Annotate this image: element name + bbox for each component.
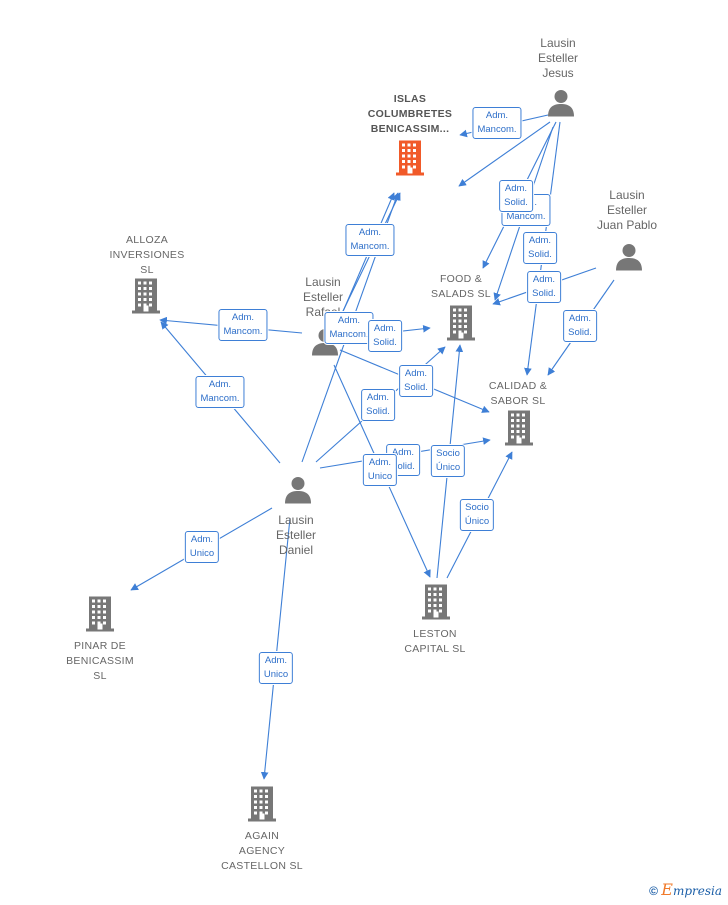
- node-label-alloza[interactable]: ALLOZA INVERSIONES SL: [109, 234, 185, 276]
- building-icon-calidad[interactable]: [505, 410, 535, 451]
- edge-label-e4[interactable]: Adm. Solid.: [523, 232, 557, 264]
- building-icon-pinar[interactable]: [86, 596, 116, 637]
- edge-label-e16[interactable]: Adm. Unico: [362, 454, 398, 486]
- edge-label-e5[interactable]: Adm. Solid.: [527, 271, 561, 303]
- edge-label-e1[interactable]: Adm. Mancom.: [472, 107, 522, 139]
- edge-label-e15[interactable]: Adm. Solid.: [361, 389, 395, 421]
- brand-logo: Empresia: [661, 880, 722, 899]
- edge-label-e12[interactable]: Adm. Solid.: [399, 365, 433, 397]
- node-label-again[interactable]: AGAIN AGENCY CASTELLON SL: [221, 830, 303, 872]
- edge-label-e8[interactable]: Adm. Mancom.: [218, 309, 268, 341]
- node-label-pinar[interactable]: PINAR DE BENICASSIM SL: [66, 640, 134, 682]
- building-icon-islas[interactable]: [396, 140, 426, 181]
- edge-label-e20[interactable]: Adm. Unico: [258, 652, 294, 684]
- edge-label-e10[interactable]: Adm. Mancom.: [324, 312, 374, 344]
- edge-line-e20: [260, 517, 291, 780]
- node-label-juanpablo[interactable]: Lausin Esteller Juan Pablo: [596, 188, 658, 232]
- footer-brand: © Empresia: [649, 880, 722, 899]
- edge-label-e7[interactable]: Adm. Solid.: [499, 180, 533, 212]
- node-label-leston[interactable]: LESTON CAPITAL SL: [404, 628, 466, 655]
- building-icon-alloza[interactable]: [132, 278, 162, 319]
- edge-label-e18[interactable]: Socio Único: [459, 499, 495, 531]
- edge-label-e6[interactable]: Adm. Solid.: [563, 310, 597, 342]
- building-icon-leston[interactable]: [422, 584, 452, 625]
- node-label-calidad[interactable]: CALIDAD & SABOR SL: [488, 380, 548, 407]
- node-label-islas[interactable]: ISLAS COLUMBRETES BENICASSIM...: [367, 93, 453, 135]
- copyright-icon: ©: [649, 884, 658, 898]
- edge-label-e14[interactable]: Adm. Mancom.: [195, 376, 245, 408]
- node-label-jesus[interactable]: Lausin Esteller Jesus: [537, 36, 579, 80]
- node-label-daniel[interactable]: Lausin Esteller Daniel: [275, 513, 317, 557]
- edge-label-e9[interactable]: Adm. Mancom.: [345, 224, 395, 256]
- person-icon-daniel[interactable]: [283, 475, 313, 510]
- building-icon-again[interactable]: [248, 786, 278, 827]
- person-icon-jesus[interactable]: [546, 88, 576, 123]
- building-icon-food[interactable]: [447, 305, 477, 346]
- node-label-food[interactable]: FOOD & SALADS SL: [431, 273, 491, 300]
- edge-label-e11[interactable]: Adm. Solid.: [368, 320, 402, 352]
- edge-label-e17[interactable]: Socio Único: [430, 445, 466, 477]
- person-icon-juanpablo[interactable]: [614, 242, 644, 277]
- edge-label-e19[interactable]: Adm. Unico: [184, 531, 220, 563]
- node-label-rafael[interactable]: Lausin Esteller Rafael: [302, 275, 344, 319]
- edge-line-e2: [458, 121, 551, 187]
